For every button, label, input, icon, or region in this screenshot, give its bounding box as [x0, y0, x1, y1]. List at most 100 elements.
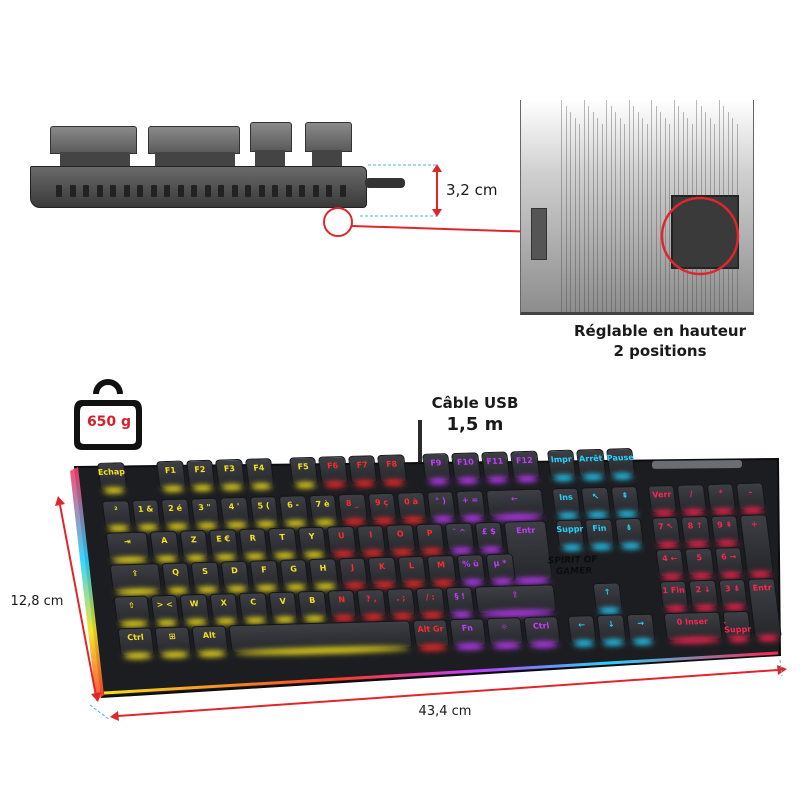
key[interactable]: / :: [415, 587, 446, 619]
key[interactable]: B: [297, 590, 328, 623]
key[interactable]: § !: [445, 586, 476, 619]
key[interactable]: ←: [567, 615, 598, 647]
key[interactable]: 9 ç: [367, 492, 398, 525]
key[interactable]: £ $: [474, 521, 505, 554]
key[interactable]: F5: [288, 456, 319, 489]
key[interactable]: F6: [318, 456, 349, 488]
key[interactable]: Ctrl: [117, 627, 155, 660]
key[interactable]: F7: [347, 455, 378, 487]
key[interactable]: ↓: [596, 614, 627, 646]
key[interactable]: V: [268, 591, 299, 623]
key[interactable]: H: [308, 558, 339, 590]
key[interactable]: > <: [150, 594, 181, 627]
key[interactable]: /: [676, 484, 707, 516]
key[interactable]: Alt: [191, 625, 229, 658]
key[interactable]: F9: [421, 453, 452, 485]
key[interactable]: E €: [208, 529, 239, 561]
key[interactable]: X: [209, 593, 240, 625]
key[interactable]: Entr: [747, 578, 782, 642]
key[interactable]: M: [426, 555, 457, 587]
key[interactable]: Ins: [551, 487, 582, 520]
key[interactable]: Z: [179, 529, 210, 562]
key[interactable]: ⇧: [474, 584, 557, 618]
key[interactable]: C: [238, 592, 269, 624]
key[interactable]: 0 à: [396, 491, 427, 524]
key[interactable]: Echap: [97, 462, 127, 494]
key[interactable]: F10: [451, 452, 481, 484]
key[interactable]: 4 ←: [655, 548, 686, 581]
key[interactable]: U: [326, 525, 357, 558]
key[interactable]: 9 ⇞: [710, 515, 741, 547]
key[interactable]: ° ): [426, 491, 457, 523]
key[interactable]: W: [179, 593, 210, 626]
key[interactable]: ⇞: [610, 485, 641, 518]
key[interactable]: T: [267, 527, 298, 560]
key[interactable]: 1 &: [131, 499, 162, 531]
key[interactable]: Alt Gr: [412, 619, 450, 651]
key[interactable]: ↑: [592, 582, 623, 614]
key[interactable]: S: [190, 561, 221, 594]
key[interactable]: 6 -: [278, 495, 309, 527]
key[interactable]: 2 é: [160, 498, 191, 531]
key[interactable]: F12: [510, 450, 540, 483]
key[interactable]: F11: [480, 451, 511, 484]
key[interactable]: 1 Fin: [659, 580, 690, 613]
key[interactable]: 7 ↖: [651, 516, 682, 549]
key[interactable]: *: [706, 483, 737, 515]
key[interactable]: 5 (: [249, 495, 280, 528]
key[interactable]: 3 ": [190, 497, 221, 530]
key[interactable]: Ctrl: [523, 616, 561, 648]
key[interactable]: 8 _: [337, 493, 368, 526]
key[interactable]: . ;: [386, 588, 417, 620]
key[interactable]: 8 ↑: [680, 515, 711, 548]
key[interactable]: P: [415, 523, 446, 555]
key[interactable]: F4: [244, 458, 275, 490]
key[interactable]: I: [356, 524, 387, 557]
key[interactable]: F8: [377, 454, 408, 486]
key[interactable]: ? ,: [356, 588, 387, 621]
key[interactable]: Arrêt: [576, 448, 607, 481]
key[interactable]: D: [220, 560, 251, 593]
key[interactable]: Y: [297, 526, 328, 559]
key[interactable]: % ù: [456, 554, 487, 586]
key[interactable]: K: [367, 556, 398, 589]
key[interactable]: ⊞: [154, 626, 192, 659]
key[interactable]: J: [338, 557, 369, 590]
key[interactable]: 3 ⇟: [718, 578, 749, 611]
key[interactable]: [228, 620, 413, 657]
key[interactable]: Verr: [647, 484, 678, 517]
key[interactable]: 4 ': [219, 496, 250, 529]
key[interactable]: F2: [185, 459, 216, 492]
key[interactable]: ⇟: [614, 517, 645, 550]
key[interactable]: →: [626, 613, 657, 645]
key[interactable]: O: [385, 524, 416, 556]
key[interactable]: Fn: [449, 618, 487, 650]
key[interactable]: F1: [156, 460, 186, 493]
key[interactable]: ²: [101, 500, 132, 532]
key[interactable]: A: [149, 530, 180, 563]
key[interactable]: ⇥: [105, 531, 151, 564]
key[interactable]: ☼: [486, 617, 524, 649]
key[interactable]: ¨ ^: [444, 522, 475, 555]
key[interactable]: ⇧: [113, 595, 151, 628]
key[interactable]: µ *: [485, 553, 516, 585]
key[interactable]: 0 Inser: [663, 611, 723, 644]
key[interactable]: N: [327, 589, 358, 622]
key[interactable]: ←: [485, 488, 545, 521]
key[interactable]: 7 è: [308, 494, 339, 526]
key[interactable]: 5: [684, 547, 715, 580]
key[interactable]: ↖: [581, 486, 611, 519]
key[interactable]: 6 →: [714, 546, 745, 579]
key[interactable]: 2 ↓: [688, 579, 719, 612]
key[interactable]: + =: [455, 490, 486, 522]
key[interactable]: F3: [215, 458, 245, 491]
key[interactable]: G: [279, 559, 310, 591]
key[interactable]: R: [238, 528, 269, 560]
key[interactable]: +: [739, 514, 774, 578]
key[interactable]: Pause: [605, 448, 636, 480]
key[interactable]: F: [249, 559, 280, 592]
key[interactable]: Q: [161, 562, 192, 594]
key[interactable]: . Suppr: [722, 610, 753, 643]
key[interactable]: L: [397, 555, 428, 588]
key[interactable]: Suppr: [555, 519, 586, 551]
